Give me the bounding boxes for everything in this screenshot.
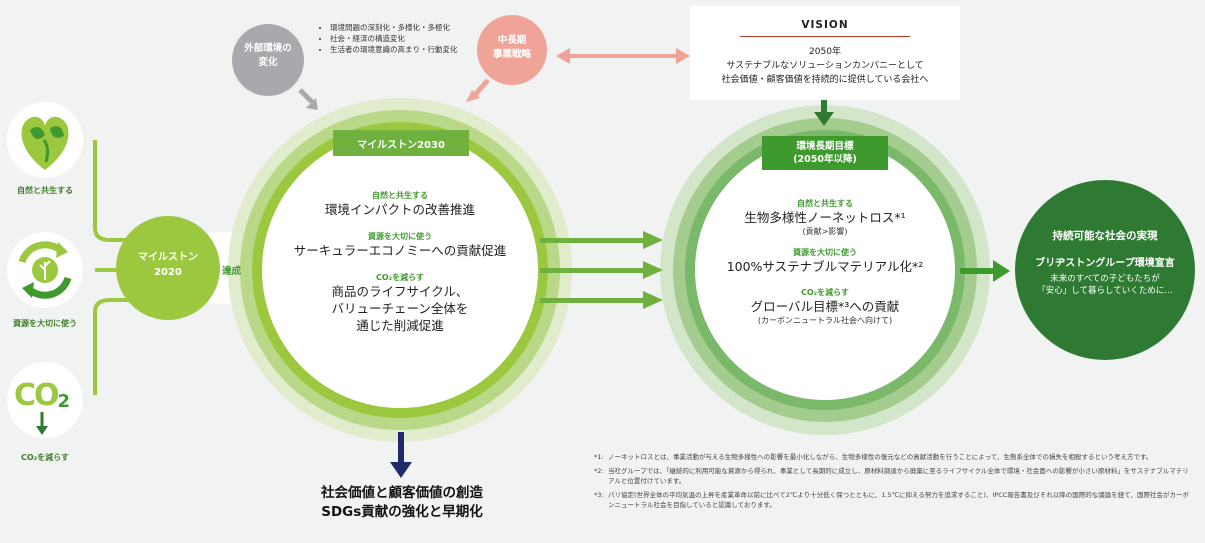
- longterm-item-sub: (カーボンニュートラル社会へ向けて): [757, 316, 893, 325]
- external-bullet: 社会・経済の構造変化: [330, 33, 470, 44]
- longterm-item-main: グローバル目標*³への貢献: [750, 299, 900, 314]
- footnote: *3: パリ協定(世界全体の平均気温の上昇を産業革命以前に比べて2℃より十分低く…: [594, 490, 1194, 510]
- achieved-label: 達成: [222, 266, 242, 277]
- flow-arrows: [540, 231, 663, 309]
- longterm-items: 自然と共生する 生物多様性ノーネットロス*¹ (貢献>影響) 資源を大切に使う …: [700, 198, 950, 326]
- external-title: 外部環境の 変化: [236, 42, 300, 70]
- external-title-line1: 外部環境の: [244, 43, 292, 54]
- bottom-line1: 社会価値と顧客価値の創造: [321, 485, 483, 501]
- m2030-item-text: 通じた削減促進: [356, 318, 444, 333]
- external-bullets: 環境問題の深刻化・多様化・多極化 社会・経済の構造変化 生活者の環境意識の高まり…: [318, 22, 470, 55]
- milestone2020-circle: [116, 216, 220, 320]
- vision-line3: 社会価値・顧客価値を持続的に提供している会社へ: [721, 75, 929, 85]
- milestone2030-tag: マイルストン2030: [333, 130, 469, 156]
- longterm-item-main: 100%サステナブルマテリアル化*²: [726, 259, 924, 274]
- m2030-item-text: 商品のライフサイクル、: [331, 284, 469, 299]
- bottom-text: 社会価値と顧客価値の創造 SDGs貢献の強化と早期化: [280, 484, 524, 522]
- connector-nature: [93, 140, 140, 242]
- bottom-line2: SDGs貢献の強化と早期化: [321, 504, 483, 520]
- midterm-label: 中長期 事業戦略: [480, 34, 544, 62]
- footnote-text: ノーネットロスとは、事業活動が与える生物多様性への影響を最小化しながら、生物多様…: [608, 453, 1153, 461]
- co2-icon: CO2: [14, 378, 70, 413]
- m2030-item-text: 環境インパクトの改善推進: [324, 202, 475, 217]
- footnote: *2: 当社グループでは、「継続的に利用可能な資源から得られ、事業として長期的に…: [594, 466, 1194, 486]
- footnote-text: 当社グループでは、「継続的に利用可能な資源から得られ、事業として長期的に成立し、…: [608, 467, 1189, 485]
- vision-divider: [740, 36, 910, 37]
- m2030-item-label: 資源を大切に使う: [368, 232, 432, 241]
- longterm-tag: 環境長期目標 (2050年以降): [762, 136, 888, 170]
- co2-glyph-sub: 2: [57, 391, 70, 412]
- icon-circle-co2: [7, 362, 83, 438]
- footnote-mark: *1:: [594, 453, 604, 461]
- midterm-circle: [477, 15, 547, 85]
- milestone2030-core: [262, 132, 538, 408]
- milestone2020-label: マイルストン 2020: [118, 250, 218, 280]
- vision-down-arrow: [814, 112, 834, 126]
- to-sustainable-arrow: [960, 260, 1010, 282]
- recycle-leaf-icon: [18, 241, 72, 299]
- vision-heading: VISION: [801, 19, 849, 31]
- longterm-core: [695, 140, 955, 400]
- external-bullet: 環境問題の深刻化・多様化・多極化: [330, 22, 470, 33]
- icon-label-resource: 資源を大切に使う: [13, 319, 77, 328]
- co2-arrow-icon: [36, 412, 48, 435]
- vision-line2: サステナブルなソリューションカンパニーとして: [726, 61, 924, 71]
- vision-box: VISION 2050年 サステナブルなソリューションカンパニーとして 社会価値…: [690, 6, 960, 100]
- co2-glyph-text: CO: [14, 378, 60, 413]
- icon-label-co2: CO₂を減らす: [20, 453, 69, 462]
- midterm-line2: 事業戦略: [492, 49, 531, 60]
- footnote-mark: *3:: [594, 491, 604, 499]
- m2030-item-label: CO₂を減らす: [375, 273, 424, 282]
- longterm-item-main: 生物多様性ノーネットロス*¹: [744, 210, 906, 225]
- connector-co2: [93, 298, 140, 395]
- midterm-line1: 中長期: [497, 35, 527, 46]
- sustainable-title: 持続可能な社会の実現: [1052, 230, 1158, 242]
- external-title-line2: 変化: [258, 57, 278, 68]
- footnote: *1: ノーネットロスとは、事業活動が与える生物多様性への影響を最小化しながら、…: [594, 452, 1194, 462]
- m2030-item-text: サーキュラーエコノミーへの貢献促進: [293, 243, 507, 258]
- bottom-down-arrow: [390, 462, 412, 478]
- longterm-tag-line1: 環境長期目標: [796, 141, 854, 152]
- icon-label-nature: 自然と共生する: [17, 186, 73, 195]
- longterm-tag-line2: (2050年以降): [793, 154, 857, 165]
- external-circle: [232, 24, 304, 96]
- milestone2020-line1: マイルストン: [138, 252, 198, 263]
- footnote-mark: *2:: [594, 467, 604, 475]
- heart-leaf-icon: [21, 116, 69, 170]
- sustainable-circle: [1015, 180, 1195, 360]
- sustainable-line2: 「安心」して暮らしていくために…: [1037, 286, 1173, 296]
- vision-line1: 2050年: [809, 47, 841, 57]
- sustainable-content: 持続可能な社会の実現 ブリヂストングループ環境宣言 未来のすべての子どもたちが …: [1025, 228, 1185, 297]
- m2030-item-text: バリューチェーン全体を: [331, 301, 469, 316]
- m2030-item-label: 自然と共生する: [372, 191, 428, 200]
- longterm-item-label: CO₂を減らす: [800, 288, 849, 297]
- midterm-vision-arrow: [556, 48, 690, 64]
- longterm-item-sub: (貢献>影響): [802, 227, 848, 236]
- longterm-item-label: 自然と共生する: [797, 199, 853, 208]
- sustainable-subtitle: ブリヂストングループ環境宣言: [1035, 258, 1175, 269]
- milestone2020-line2: 2020: [154, 267, 182, 278]
- footnote-text: パリ協定(世界全体の平均気温の上昇を産業革命以前に比べて2℃より十分低く保つとと…: [608, 491, 1189, 509]
- milestone2030-items: 自然と共生する 環境インパクトの改善推進 資源を大切に使う サーキュラーエコノミ…: [270, 190, 530, 334]
- longterm-item-label: 資源を大切に使う: [793, 248, 857, 257]
- footnotes: *1: ノーネットロスとは、事業活動が与える生物多様性への影響を最小化しながら、…: [594, 452, 1194, 510]
- sustainable-line1: 未来のすべての子どもたちが: [1050, 274, 1160, 284]
- external-bullet: 生活者の環境意識の高まり・行動変化: [330, 44, 470, 55]
